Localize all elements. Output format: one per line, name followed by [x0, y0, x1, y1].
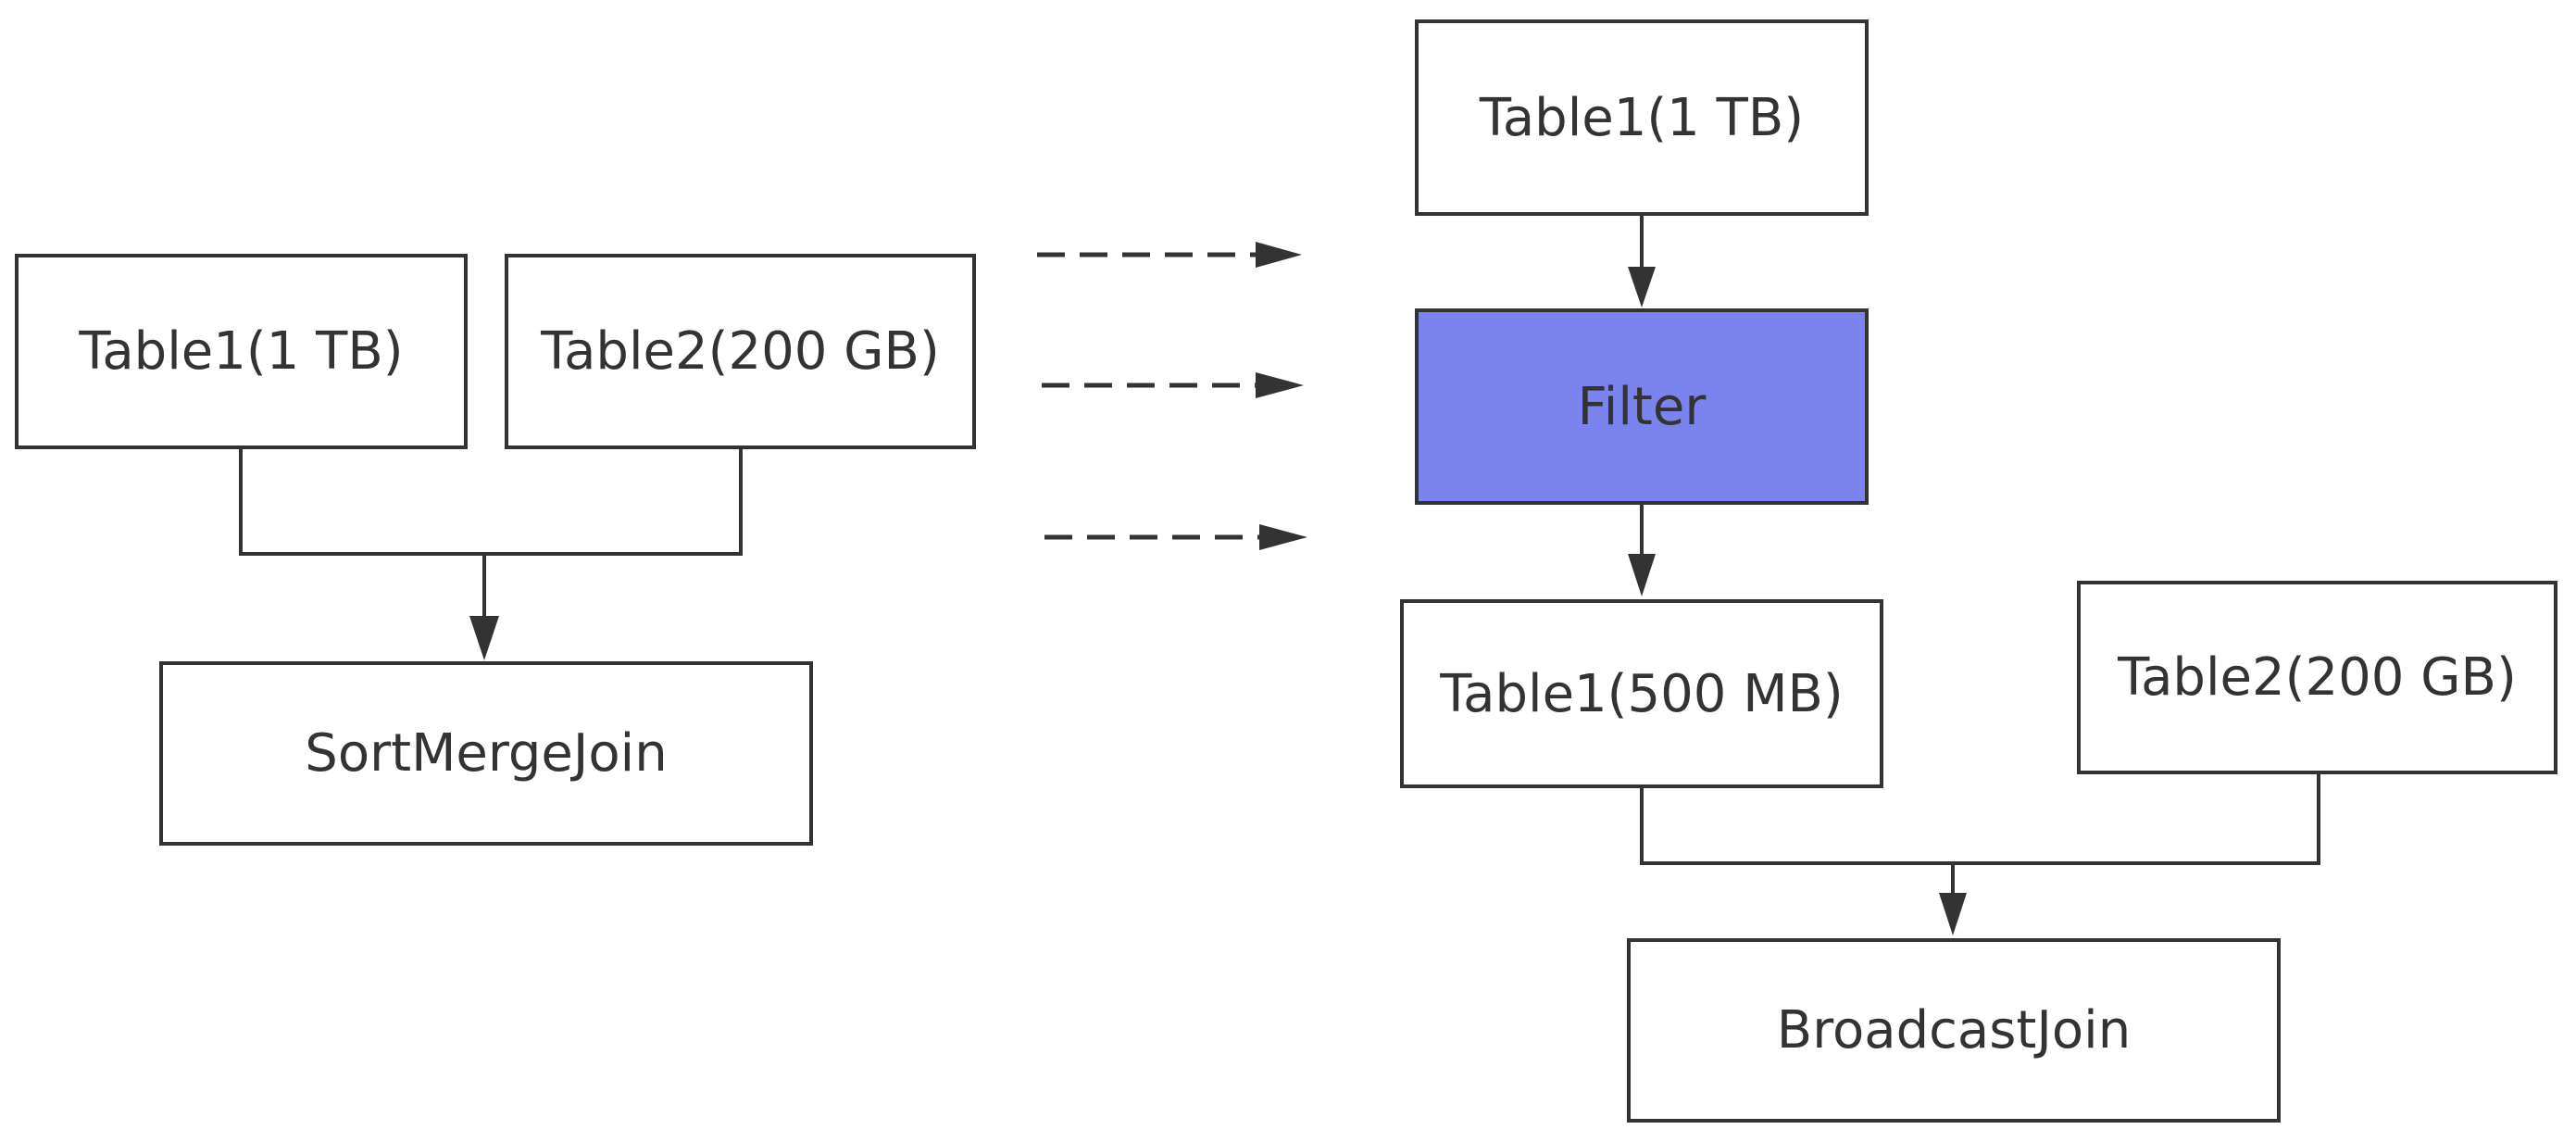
table1-to-filter-arrow: [1628, 216, 1656, 307]
after-join-connector: [1640, 773, 2320, 935]
broadcast-join-node: BroadcastJoin: [1627, 938, 2281, 1123]
before-table1-node: Table1(1 TB): [15, 254, 468, 449]
after-table1-filtered-node: Table1(500 MB): [1400, 599, 1883, 788]
after-table2-node: Table2(200 GB): [2077, 581, 2557, 774]
filter-node: Filter: [1415, 308, 1869, 505]
before-table2-node: Table2(200 GB): [505, 254, 976, 449]
transform-arrows: [1037, 242, 1307, 550]
after-table1-node: Table1(1 TB): [1415, 19, 1869, 216]
sort-merge-join-node: SortMergeJoin: [159, 661, 813, 846]
before-join-connector: [239, 448, 743, 660]
filter-to-table1-arrow: [1628, 505, 1656, 596]
